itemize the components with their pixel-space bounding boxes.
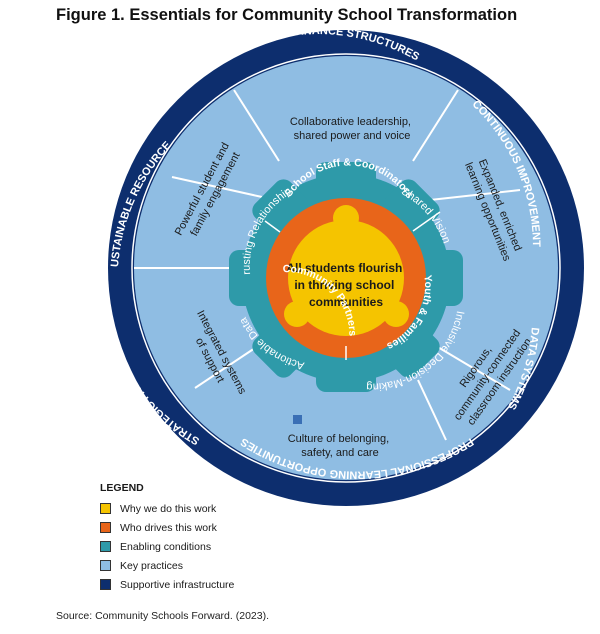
legend-swatch [100,522,111,533]
legend-item: Who drives this work [100,518,234,537]
center-circle [288,220,404,336]
legend-item: Key practices [100,556,234,575]
legend: LEGEND Why we do this work Who drives th… [100,482,234,594]
figure-title: Figure 1. Essentials for Community Schoo… [56,6,518,24]
legend-item: Why we do this work [100,499,234,518]
small-marker-icon [293,415,302,424]
center-text: All students flourish in thriving school… [286,261,405,309]
legend-swatch [100,503,111,514]
practice-collaborative-leadership: Collaborative leadership, shared power a… [290,116,414,142]
legend-label: Supportive infrastructure [120,578,235,591]
legend-item: Supportive infrastructure [100,575,234,594]
legend-item: Enabling conditions [100,537,234,556]
practice-culture-of-belonging: Culture of belonging, safety, and care [288,433,393,459]
source-note: Source: Community Schools Forward. (2023… [56,610,269,622]
puzzle-seams [134,89,521,441]
legend-label: Key practices [120,559,184,572]
legend-label: Enabling conditions [120,540,212,553]
legend-label: Why we do this work [120,502,217,515]
legend-title: LEGEND [100,482,144,494]
community-schools-diagram: All students flourish in thriving school… [108,30,584,506]
legend-swatch [100,560,111,571]
legend-label: Who drives this work [120,521,217,534]
legend-swatch [100,579,111,590]
legend-swatch [100,541,111,552]
